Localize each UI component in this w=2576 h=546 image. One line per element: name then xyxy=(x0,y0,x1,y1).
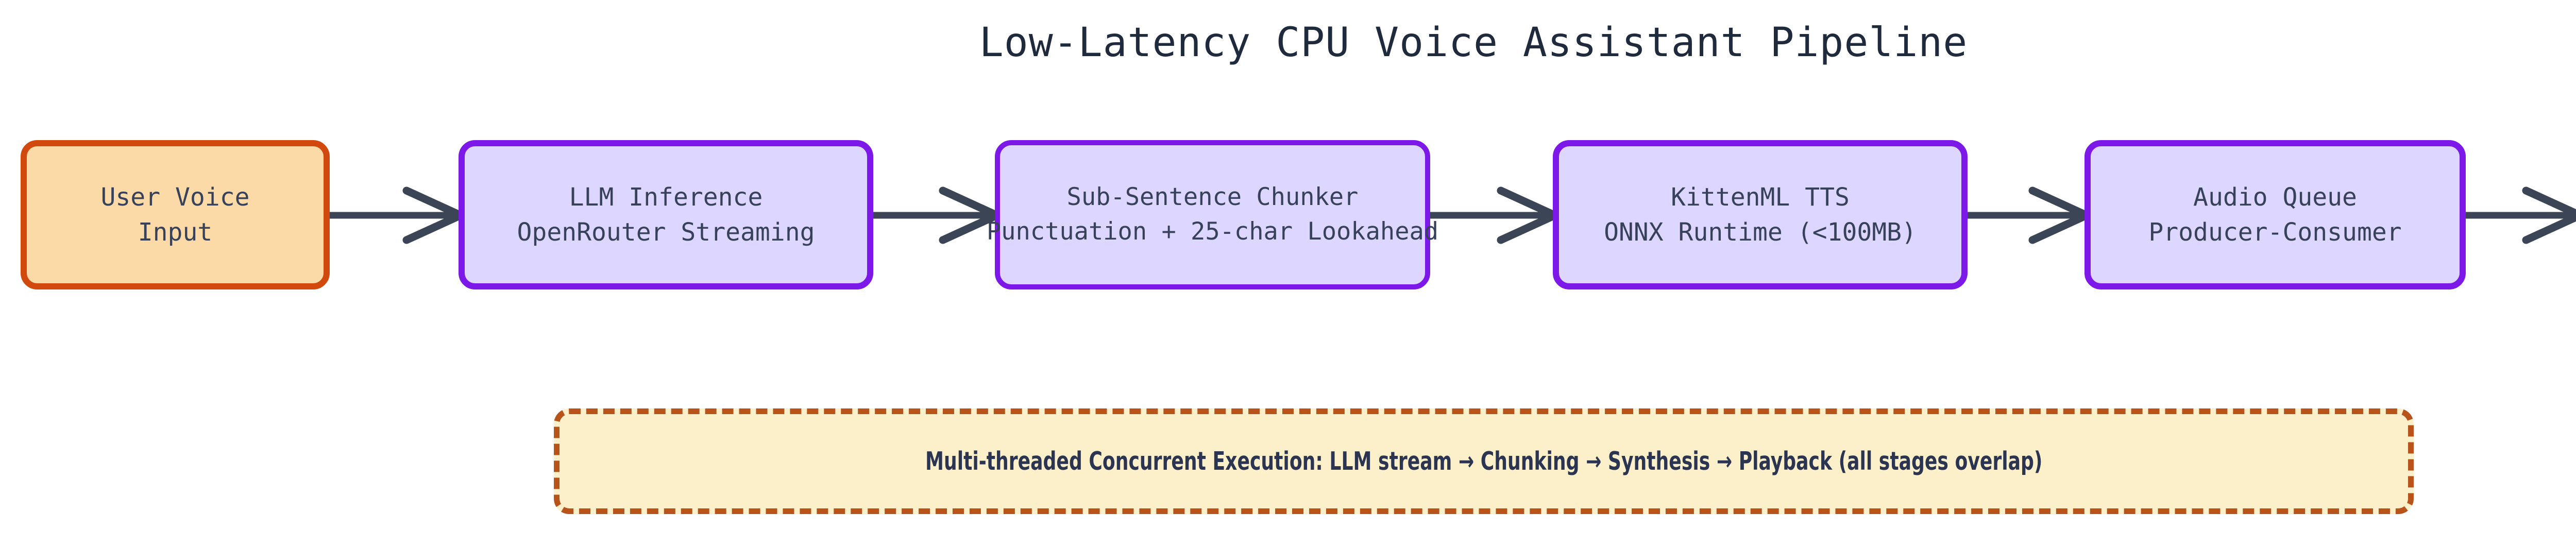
note-box: Multi-threaded Concurrent Execution: LLM… xyxy=(554,408,2414,514)
arrow-input-to-llm xyxy=(328,186,462,244)
node-label-primary: Sub-Sentence Chunker xyxy=(1066,183,1359,212)
node-label-secondary: Input xyxy=(138,218,213,247)
note-text: Multi-threaded Concurrent Execution: LLM… xyxy=(925,447,2043,476)
node-kittenml-tts[interactable]: KittenML TTS ONNX Runtime (<100MB) xyxy=(1553,140,1968,289)
node-label-primary: LLM Inference xyxy=(569,182,763,212)
node-label-secondary: Punctuation + 25-char Lookahead xyxy=(986,217,1439,246)
arrow-tts-to-queue xyxy=(1965,186,2088,244)
node-label-secondary: Producer-Consumer xyxy=(2148,218,2402,247)
node-label-primary: Audio Queue xyxy=(2193,182,2357,212)
node-label-secondary: ONNX Runtime (<100MB) xyxy=(1604,218,1917,247)
arrow-queue-to-playback xyxy=(2464,186,2576,244)
page-title: Low-Latency CPU Voice Assistant Pipeline xyxy=(979,20,1968,66)
node-label-primary: User Voice xyxy=(100,182,250,212)
node-label-secondary: OpenRouter Streaming xyxy=(517,218,815,247)
node-label-primary: KittenML TTS xyxy=(1671,182,1850,212)
